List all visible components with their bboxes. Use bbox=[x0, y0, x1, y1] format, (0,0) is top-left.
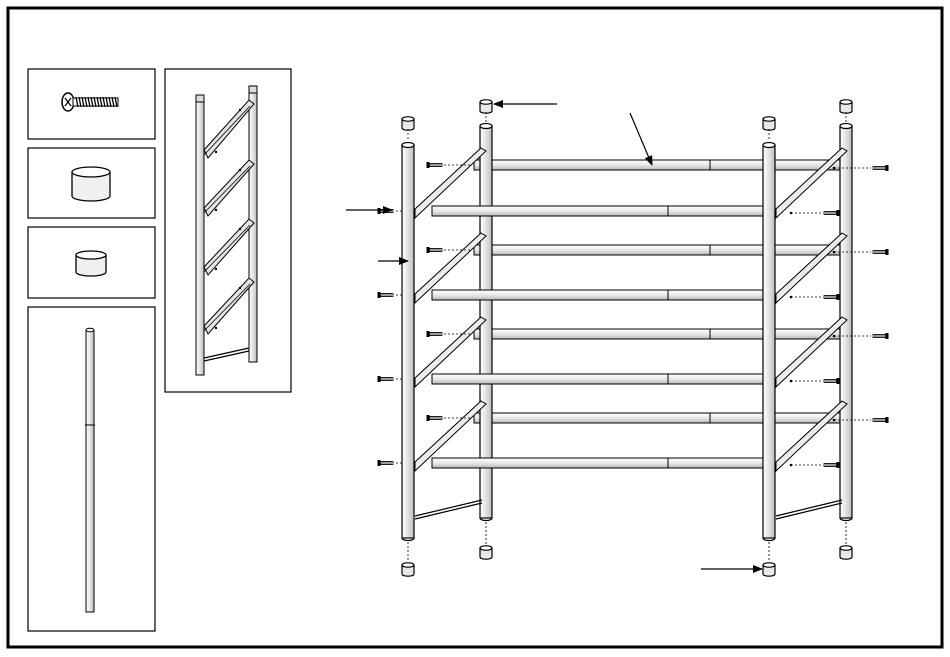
front-shelf-bar bbox=[432, 374, 769, 384]
screw-head bbox=[837, 378, 840, 384]
right-side-rail bbox=[776, 233, 847, 303]
screw-hole-dot bbox=[790, 296, 793, 299]
ladder-screw-dot bbox=[239, 169, 241, 171]
right-side-rail bbox=[776, 317, 847, 387]
screw-head bbox=[378, 292, 381, 298]
front-right-post bbox=[763, 145, 775, 538]
screw-back-left bbox=[427, 331, 443, 337]
ladder-screw-dot bbox=[239, 287, 241, 289]
ladder-right-cap bbox=[249, 86, 257, 93]
right-side-rail bbox=[776, 401, 847, 471]
shelf-assembly bbox=[378, 100, 889, 576]
screw-head bbox=[837, 462, 840, 468]
top-cap-back-right-rim bbox=[840, 100, 852, 104]
screw-head bbox=[886, 249, 889, 255]
screw-back-right bbox=[873, 165, 889, 171]
screw-head bbox=[378, 208, 381, 214]
left-bottom-rod bbox=[415, 500, 482, 516]
screw-back-right bbox=[873, 333, 889, 339]
front-left-post-top bbox=[402, 143, 414, 148]
front-right-post-top bbox=[763, 143, 775, 148]
screw-hole-dot bbox=[790, 464, 793, 467]
back-shelf-bar bbox=[474, 413, 846, 423]
screw-back-left bbox=[427, 415, 443, 421]
screw-front-right bbox=[824, 294, 840, 300]
front-left-post bbox=[402, 145, 414, 538]
screw-hole-dot bbox=[833, 251, 836, 254]
screw-head bbox=[886, 165, 889, 171]
screw-hole-dot bbox=[833, 335, 836, 338]
screw-head bbox=[886, 333, 889, 339]
left-bottom-rod bbox=[415, 503, 482, 519]
screw-head bbox=[837, 294, 840, 300]
ladder-rung bbox=[204, 100, 254, 158]
part-box-side-frame bbox=[165, 69, 291, 392]
right-side-rail bbox=[776, 148, 847, 218]
ladder-rung-edge bbox=[204, 225, 250, 272]
bottom-cap-front-right-rim bbox=[763, 563, 775, 567]
ladder-rung-edge bbox=[204, 284, 250, 331]
screw-hole-dot bbox=[790, 380, 793, 383]
back-right-post-top bbox=[840, 124, 852, 129]
ladder-screw-dot bbox=[239, 228, 241, 230]
screw-front-left bbox=[378, 460, 394, 466]
bottom-cap-back-right-rim bbox=[840, 546, 852, 550]
back-shelf-bar bbox=[474, 160, 846, 170]
screw-head bbox=[427, 247, 430, 253]
back-left-post-top bbox=[480, 124, 492, 129]
screw-head bbox=[427, 415, 430, 421]
arrow-long-bar bbox=[630, 113, 652, 165]
screw-front-left bbox=[378, 376, 394, 382]
side-ladder-frame-icon bbox=[196, 86, 257, 375]
front-shelf-bar bbox=[432, 206, 769, 216]
ladder-screw-dot bbox=[215, 151, 217, 153]
screw-head bbox=[378, 460, 381, 466]
front-shelf-bar bbox=[432, 290, 769, 300]
screw-front-right bbox=[824, 378, 840, 384]
screw-hole-dot bbox=[790, 212, 793, 215]
long-pole-icon bbox=[85, 328, 95, 612]
screw-front-left bbox=[378, 292, 394, 298]
screw-icon bbox=[62, 93, 118, 111]
screw-back-left bbox=[427, 247, 443, 253]
screw-hole-dot bbox=[833, 167, 836, 170]
bottom-cap-back-left-rim bbox=[480, 546, 492, 550]
top-cap-front-left-rim bbox=[402, 117, 414, 121]
top-cap-front-right-rim bbox=[763, 117, 775, 121]
screw-head bbox=[427, 162, 430, 168]
large-cap-icon bbox=[72, 167, 110, 201]
ladder-screw-dot bbox=[215, 327, 217, 329]
screw-front-right bbox=[824, 462, 840, 468]
back-shelf-bar bbox=[474, 329, 846, 339]
screw-hole-dot bbox=[833, 419, 836, 422]
screw-head bbox=[837, 210, 840, 216]
small-cap-icon bbox=[76, 251, 106, 276]
bottom-cap-front-left-rim bbox=[402, 563, 414, 567]
screw-head bbox=[378, 376, 381, 382]
ladder-left-cap bbox=[196, 95, 204, 102]
ladder-screw-dot bbox=[215, 268, 217, 270]
right-bottom-rod bbox=[776, 500, 842, 516]
screw-back-right bbox=[873, 249, 889, 255]
ladder-rung-edge bbox=[204, 106, 250, 155]
front-shelf-bar bbox=[432, 458, 769, 468]
ladder-screw-dot bbox=[239, 109, 241, 111]
screw-head bbox=[886, 417, 889, 423]
screw-back-left bbox=[427, 162, 443, 168]
screw-back-right bbox=[873, 417, 889, 423]
screw-front-left bbox=[378, 208, 394, 214]
ladder-screw-dot bbox=[215, 209, 217, 211]
top-cap-back-left-rim bbox=[480, 100, 492, 104]
screw-head bbox=[427, 331, 430, 337]
ladder-rung-edge bbox=[204, 166, 250, 213]
ladder-left-post bbox=[196, 98, 204, 375]
screw-front-right bbox=[824, 210, 840, 216]
back-shelf-bar bbox=[474, 245, 846, 255]
right-bottom-rod bbox=[776, 503, 842, 519]
